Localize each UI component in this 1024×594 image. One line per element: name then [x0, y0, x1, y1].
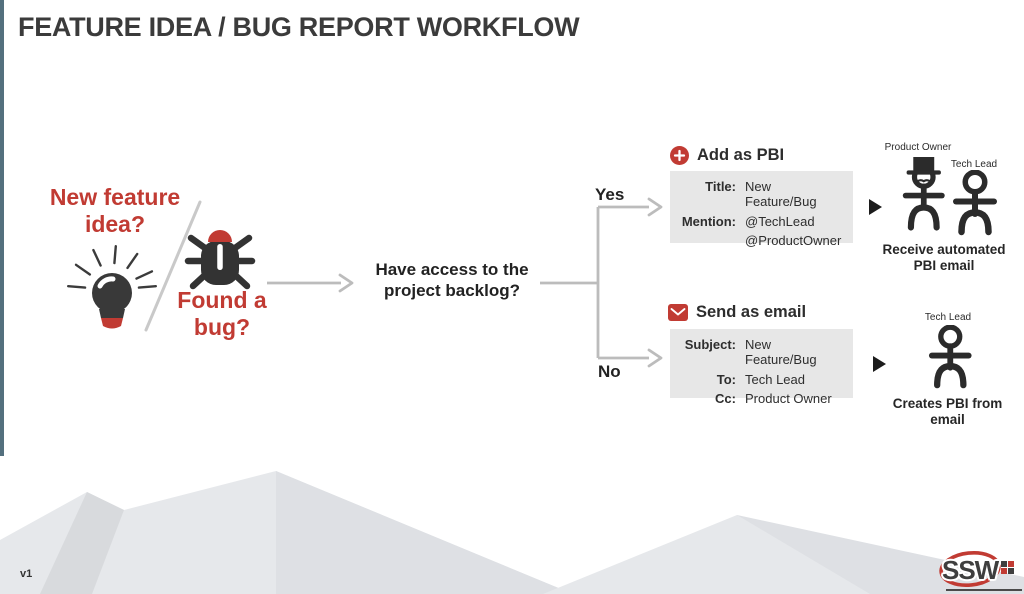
- branch-yes-label: Yes: [595, 185, 625, 204]
- field-value: New Feature/Bug: [745, 179, 817, 210]
- field-value: Tech Lead: [745, 371, 805, 387]
- triangle-right-icon: [869, 199, 882, 215]
- field-label: [676, 233, 736, 248]
- envelope-icon: [668, 304, 688, 321]
- email-row-cc: Cc: Product Owner: [676, 391, 845, 406]
- person-tophat-icon: [902, 157, 945, 231]
- ssw-logo-text: SSW: [942, 555, 999, 585]
- pbi-card-title: Add as PBI: [697, 146, 785, 164]
- divider-line: [144, 200, 202, 332]
- pbi-card-box: Title: New Feature/Bug Mention: @TechLea…: [670, 171, 853, 248]
- bug-icon: [184, 230, 256, 290]
- version-label: v1: [20, 568, 33, 580]
- ssw-logo: SSW: [934, 549, 1020, 591]
- role-label-product-owner: Product Owner: [884, 142, 952, 153]
- mountain-background: [0, 471, 1024, 594]
- pbi-row-mention2: @ProductOwner: [676, 233, 845, 248]
- connector-lines: [267, 205, 649, 360]
- start-bug-label: Found a bug?: [177, 287, 267, 340]
- logo-underline: [946, 589, 1022, 591]
- decision-question: Have access to the project backlog?: [375, 260, 529, 301]
- page-title: FEATURE IDEA / BUG REPORT WORKFLOW: [18, 12, 580, 42]
- ssw-logo-swoosh: [939, 551, 1014, 587]
- branch-no-label: No: [598, 362, 621, 381]
- field-label: Subject:: [684, 337, 736, 352]
- field-label: Title:: [705, 179, 736, 194]
- email-card-header: Send as email: [668, 303, 806, 322]
- role-label-tech-lead: Tech Lead: [950, 159, 998, 170]
- pbi-row-mention: Mention: @TechLead: [676, 214, 845, 229]
- arrowhead-no: [647, 348, 663, 368]
- email-card-title: Send as email: [696, 303, 807, 321]
- arrowhead-yes: [647, 197, 663, 217]
- email-outcome-caption: Creates PBI from email: [892, 396, 1003, 428]
- email-card-box: Subject: New Feature/Bug To: Tech Lead C…: [670, 329, 853, 406]
- lightbulb-icon: [67, 245, 157, 329]
- start-feature-label: New feature idea?: [49, 184, 181, 237]
- arrowhead-to-question: [338, 273, 354, 293]
- field-value: @TechLead: [745, 213, 815, 229]
- field-value: New Feature/Bug: [745, 337, 817, 368]
- triangle-right-icon: [873, 356, 886, 372]
- role-label-tech-lead: Tech Lead: [924, 312, 972, 323]
- email-row-to: To: Tech Lead: [676, 372, 845, 387]
- field-label: Mention:: [681, 213, 736, 229]
- person-icon: [953, 170, 997, 236]
- slide-accent-border: [0, 0, 4, 456]
- plus-circle-icon: [670, 146, 689, 165]
- field-value: @ProductOwner: [745, 232, 842, 248]
- field-value: Product Owner: [745, 390, 832, 406]
- person-icon: [928, 325, 972, 389]
- email-row-subject: Subject: New Feature/Bug: [676, 337, 845, 368]
- field-label: To:: [716, 371, 736, 387]
- pbi-card-header: Add as PBI: [670, 146, 784, 165]
- field-label: Cc:: [715, 390, 736, 406]
- pbi-row-title: Title: New Feature/Bug: [676, 179, 845, 210]
- pbi-outcome-caption: Receive automated PBI email: [882, 242, 1006, 274]
